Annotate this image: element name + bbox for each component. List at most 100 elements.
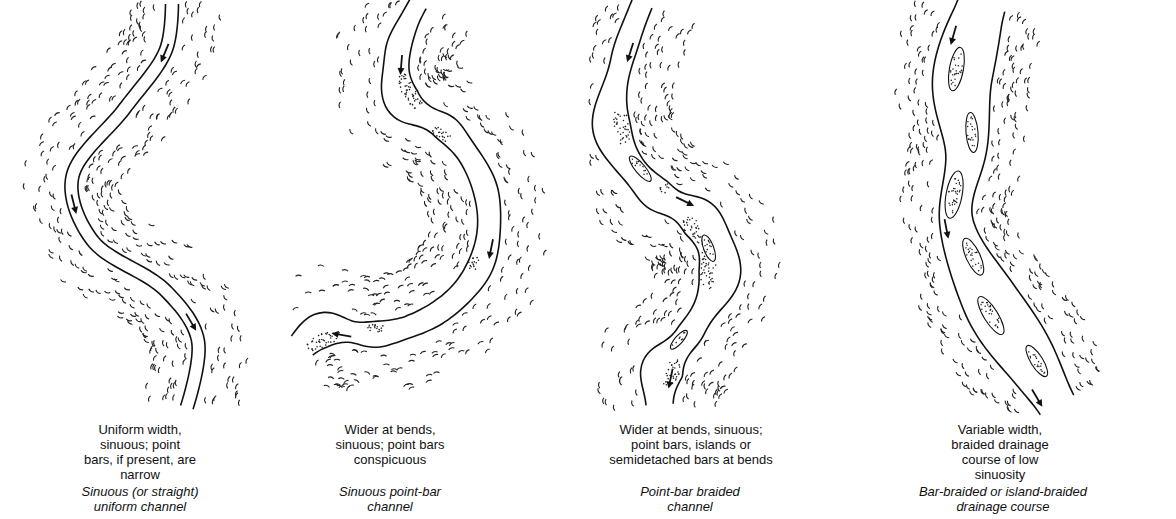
vegetation-mark	[605, 328, 609, 333]
bar-stipple	[668, 187, 670, 189]
vegetation-mark	[962, 382, 966, 387]
vegetation-mark	[611, 346, 613, 352]
bar-stipple	[677, 371, 679, 373]
vegetation-mark	[650, 120, 653, 126]
vegetation-mark	[404, 384, 409, 387]
vegetation-mark	[1011, 190, 1013, 196]
bar-stipple	[978, 262, 980, 264]
bar-stipple	[669, 362, 671, 364]
vegetation-mark	[976, 346, 978, 352]
bar-stipple	[436, 128, 438, 130]
vegetation-mark	[480, 123, 484, 128]
vegetation-mark	[436, 71, 442, 73]
vegetation-mark	[1066, 295, 1069, 300]
bar-stipple	[435, 127, 437, 129]
vegetation-mark	[741, 235, 745, 240]
bar-stipple	[978, 270, 980, 272]
bar-stipple	[668, 369, 670, 371]
vegetation-mark	[1042, 303, 1044, 309]
vegetation-mark	[405, 138, 410, 141]
bar-stipple	[689, 219, 691, 221]
vegetation-mark	[363, 288, 369, 290]
bar-stipple	[620, 139, 622, 141]
bar-stipple	[330, 335, 332, 337]
channel-type-name: Point-bar braided channel	[625, 484, 755, 514]
vegetation-mark	[724, 389, 728, 393]
bar-stipple	[627, 134, 629, 136]
vegetation-mark	[212, 399, 214, 405]
vegetation-mark	[408, 173, 412, 177]
bar-stipple	[444, 137, 446, 139]
vegetation-mark	[446, 343, 452, 345]
bar-stipple	[684, 230, 686, 232]
bar-stipple	[629, 131, 631, 133]
vegetation-mark	[112, 227, 117, 230]
vegetation-mark	[517, 312, 521, 316]
vegetation-mark	[374, 100, 375, 106]
bar-stipple	[960, 185, 962, 187]
vegetation-mark	[501, 276, 504, 281]
vegetation-mark	[720, 386, 725, 389]
vegetation-mark	[460, 40, 464, 44]
island-outline	[964, 112, 979, 153]
bar-stipple	[968, 138, 970, 140]
bar-stipple	[980, 267, 982, 269]
vegetation-mark	[1011, 115, 1014, 120]
vegetation-mark	[716, 389, 718, 395]
bar-stipple	[445, 132, 447, 134]
vegetation-mark	[597, 208, 599, 214]
vegetation-mark	[79, 251, 82, 256]
vegetation-mark	[156, 348, 159, 354]
vegetation-mark	[457, 243, 460, 248]
bar-stipple	[472, 257, 474, 259]
vegetation-mark	[773, 217, 774, 223]
vegetation-mark	[343, 86, 344, 92]
bar-stipple	[693, 236, 695, 238]
vegetation-mark	[998, 174, 1000, 180]
vegetation-mark	[657, 264, 659, 270]
vegetation-mark	[181, 80, 185, 84]
vegetation-mark	[53, 165, 56, 170]
vegetation-mark	[1091, 349, 1093, 355]
vegetation-mark	[725, 344, 727, 350]
vegetation-mark	[532, 209, 534, 215]
vegetation-mark	[663, 11, 665, 17]
bar-stipple	[624, 115, 626, 117]
vegetation-mark	[453, 329, 457, 333]
vegetation-mark	[100, 225, 104, 230]
vegetation-mark	[652, 265, 654, 271]
vegetation-mark	[1013, 149, 1015, 155]
vegetation-mark	[668, 65, 670, 71]
bar-stipple	[326, 333, 328, 335]
vegetation-mark	[364, 314, 370, 315]
vegetation-mark	[684, 144, 688, 149]
vegetation-mark	[334, 384, 340, 386]
vegetation-mark	[171, 330, 174, 335]
vegetation-mark	[1010, 16, 1013, 21]
bar-stipple	[674, 363, 676, 365]
vegetation-mark	[409, 291, 415, 293]
vegetation-mark	[390, 2, 392, 8]
vegetation-mark	[92, 100, 96, 104]
vegetation-mark	[1010, 262, 1014, 266]
vegetation-mark	[1005, 211, 1008, 216]
bar-stipple	[968, 250, 970, 252]
vegetation-mark	[609, 38, 612, 43]
bar-stipple	[695, 227, 697, 229]
vegetation-mark	[97, 166, 101, 171]
vegetation-mark	[1018, 232, 1020, 238]
vegetation-mark	[678, 279, 681, 284]
vegetation-mark	[634, 112, 635, 118]
flow-arrow	[398, 55, 405, 75]
bar-stipple	[409, 103, 411, 105]
vegetation-mark	[96, 290, 101, 294]
vegetation-mark	[99, 82, 104, 85]
vegetation-mark	[99, 209, 102, 214]
bar-stipple	[704, 272, 706, 274]
bar-stipple	[967, 121, 969, 123]
vegetation-mark	[144, 339, 149, 343]
vegetation-mark	[1000, 224, 1002, 230]
bar-stipple	[687, 224, 689, 226]
vegetation-mark	[628, 241, 633, 245]
vegetation-mark	[127, 41, 131, 46]
